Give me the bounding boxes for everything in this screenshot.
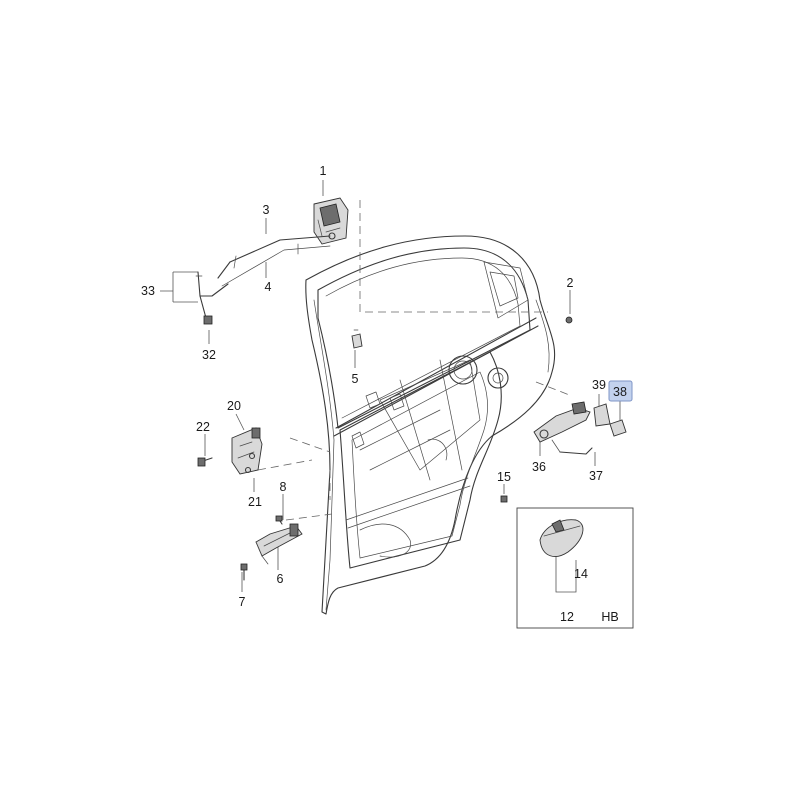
callout-12: 12	[560, 610, 574, 624]
lock-rod	[195, 271, 229, 325]
callout-22: 22	[196, 420, 210, 434]
door-shell	[305, 235, 556, 615]
outside-handle-assembly	[533, 401, 627, 455]
callout-6: 6	[277, 572, 284, 586]
callout-4: 4	[265, 280, 272, 294]
callout-32: 32	[202, 348, 216, 362]
callout-20: 20	[227, 399, 241, 413]
screw	[500, 495, 508, 503]
inset-label: HB	[601, 610, 618, 624]
latch-cables	[217, 235, 331, 287]
clip	[351, 329, 363, 349]
hb-inset	[516, 507, 634, 629]
screw	[565, 316, 573, 324]
callout-7: 7	[239, 595, 246, 609]
callout-33: 33	[141, 284, 155, 298]
callout-8: 8	[280, 480, 287, 494]
highlighted-callout-box	[608, 380, 633, 402]
callout-1: 1	[320, 164, 327, 178]
upper-hinge	[197, 427, 263, 475]
callout-38: 38	[613, 385, 627, 399]
callout-21: 21	[248, 495, 262, 509]
callout-15: 15	[497, 470, 511, 484]
callout-36: 36	[532, 460, 546, 474]
callout-labels: 1 2 3 4 5 6 7 8 12 14 15 20 21 22 32 33 …	[141, 164, 627, 624]
lower-hinge	[240, 515, 303, 581]
callout-2: 2	[567, 276, 574, 290]
callout-3: 3	[263, 203, 270, 217]
leader-lines	[160, 180, 621, 593]
callout-5: 5	[352, 372, 359, 386]
door-latch	[313, 197, 349, 245]
callout-39: 39	[592, 378, 606, 392]
callout-37: 37	[589, 469, 603, 483]
callout-14: 14	[574, 567, 588, 581]
